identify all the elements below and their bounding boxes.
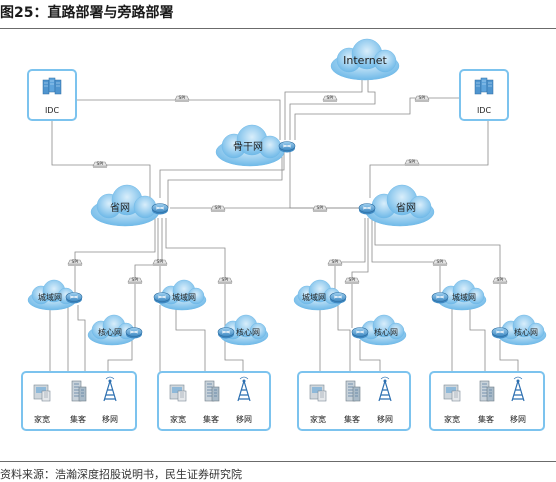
spi-label: SPI <box>97 161 104 167</box>
figure-source: 资料来源：浩瀚深度招股说明书，民生证券研究院 <box>0 468 242 481</box>
spi-device-icon: SPI <box>327 259 343 267</box>
router-icon <box>153 292 171 304</box>
province-cloud-right: 省网 <box>358 184 435 227</box>
spi-device-icon: SPI <box>210 205 226 213</box>
spi-device-icon: SPI <box>492 277 508 285</box>
figure-title: 图25：直路部署与旁路部署 <box>0 5 174 21</box>
home-label: 家宽 <box>444 414 460 424</box>
spi-label: SPI <box>349 277 356 283</box>
router-icon <box>217 327 235 339</box>
backbone-cloud: 骨干网 <box>215 124 296 167</box>
metro-label: 城域网 <box>172 292 196 302</box>
home-broadband-icon <box>169 384 187 402</box>
spi-device-icon: SPI <box>404 159 420 167</box>
spi-label: SPI <box>222 277 229 283</box>
metro-cloud-1: 城域网 <box>27 279 83 311</box>
home-label: 家宽 <box>310 414 326 424</box>
spi-device-icon: SPI <box>174 95 190 103</box>
home-label: 家宽 <box>34 414 50 424</box>
bottom-divider <box>0 461 556 462</box>
router-icon <box>125 327 143 339</box>
mobile-label: 移网 <box>377 414 393 424</box>
core-cloud-4: 核心网 <box>491 314 547 346</box>
metro-cloud-3: 城域网 <box>293 279 347 311</box>
core-cloud-1: 核心网 <box>87 314 143 346</box>
province-label: 省网 <box>110 201 130 214</box>
idc-node-left: IDC <box>27 69 77 121</box>
spi-label: SPI <box>497 277 504 283</box>
metro-cloud-4: 城域网 <box>431 279 487 311</box>
spi-devices: SPI SPI SPI SPI SPI SPI SPI SPI SPI SPI … <box>67 95 508 285</box>
idc-label: IDC <box>45 106 60 115</box>
router-icon <box>278 141 296 153</box>
idc-node-right: IDC <box>459 69 509 121</box>
spi-label: SPI <box>132 277 139 283</box>
enterprise-label: 集客 <box>203 414 219 424</box>
spi-device-icon: SPI <box>432 259 448 267</box>
spi-label: SPI <box>72 259 79 265</box>
terminal-group-4: 家宽 集客 移网 <box>429 371 545 431</box>
terminal-group-2: 家宽 集客 移网 <box>157 371 271 431</box>
router-icon <box>65 292 83 304</box>
home-broadband-icon <box>443 384 461 402</box>
spi-device-icon: SPI <box>127 277 143 285</box>
spi-label: SPI <box>327 95 334 101</box>
enterprise-label: 集客 <box>478 414 494 424</box>
mobile-label: 移网 <box>236 414 252 424</box>
province-cloud-left: 省网 <box>90 184 169 227</box>
spi-device-icon: SPI <box>67 259 83 267</box>
mobile-label: 移网 <box>510 414 526 424</box>
core-cloud-3: 核心网 <box>351 314 407 346</box>
terminal-group-3: 家宽 集客 移网 <box>297 371 411 431</box>
province-label: 省网 <box>396 201 416 214</box>
router-icon <box>351 327 369 339</box>
core-label: 核心网 <box>236 327 260 337</box>
spi-label: SPI <box>409 159 416 165</box>
core-cloud-2: 核心网 <box>217 314 269 346</box>
metro-label: 城域网 <box>38 292 62 302</box>
home-label: 家宽 <box>170 414 186 424</box>
metro-cloud-2: 城域网 <box>153 279 207 311</box>
spi-device-icon: SPI <box>312 205 328 213</box>
top-divider <box>0 28 556 29</box>
spi-label: SPI <box>157 259 164 265</box>
spi-device-icon: SPI <box>92 161 108 169</box>
core-label: 核心网 <box>374 327 398 337</box>
enterprise-label: 集客 <box>344 414 360 424</box>
home-broadband-icon <box>309 384 327 402</box>
router-icon <box>151 203 169 215</box>
internet-cloud: Internet <box>330 38 400 81</box>
server-icon <box>474 77 494 95</box>
spi-device-icon: SPI <box>152 259 168 267</box>
router-icon <box>431 292 449 304</box>
router-icon <box>491 327 509 339</box>
metro-label: 城域网 <box>452 292 476 302</box>
router-icon <box>329 292 347 304</box>
core-label: 核心网 <box>98 327 122 337</box>
home-broadband-icon <box>33 384 51 402</box>
spi-label: SPI <box>437 259 444 265</box>
spi-label: SPI <box>215 205 222 211</box>
mobile-label: 移网 <box>102 414 118 424</box>
core-label: 核心网 <box>514 327 538 337</box>
spi-label: SPI <box>419 95 426 101</box>
idc-label: IDC <box>477 106 492 115</box>
spi-device-icon: SPI <box>414 95 430 103</box>
router-icon <box>358 203 376 215</box>
spi-label: SPI <box>332 259 339 265</box>
internet-label: Internet <box>343 54 387 67</box>
server-icon <box>42 77 62 95</box>
terminal-group-1: 家宽 集客 移网 <box>21 371 137 431</box>
enterprise-label: 集客 <box>70 414 86 424</box>
spi-label: SPI <box>179 95 186 101</box>
spi-label: SPI <box>317 205 324 211</box>
backbone-label: 骨干网 <box>233 141 263 153</box>
metro-label: 城域网 <box>302 292 326 302</box>
spi-device-icon: SPI <box>344 277 360 285</box>
spi-device-icon: SPI <box>217 277 233 285</box>
spi-device-icon: SPI <box>322 95 338 103</box>
